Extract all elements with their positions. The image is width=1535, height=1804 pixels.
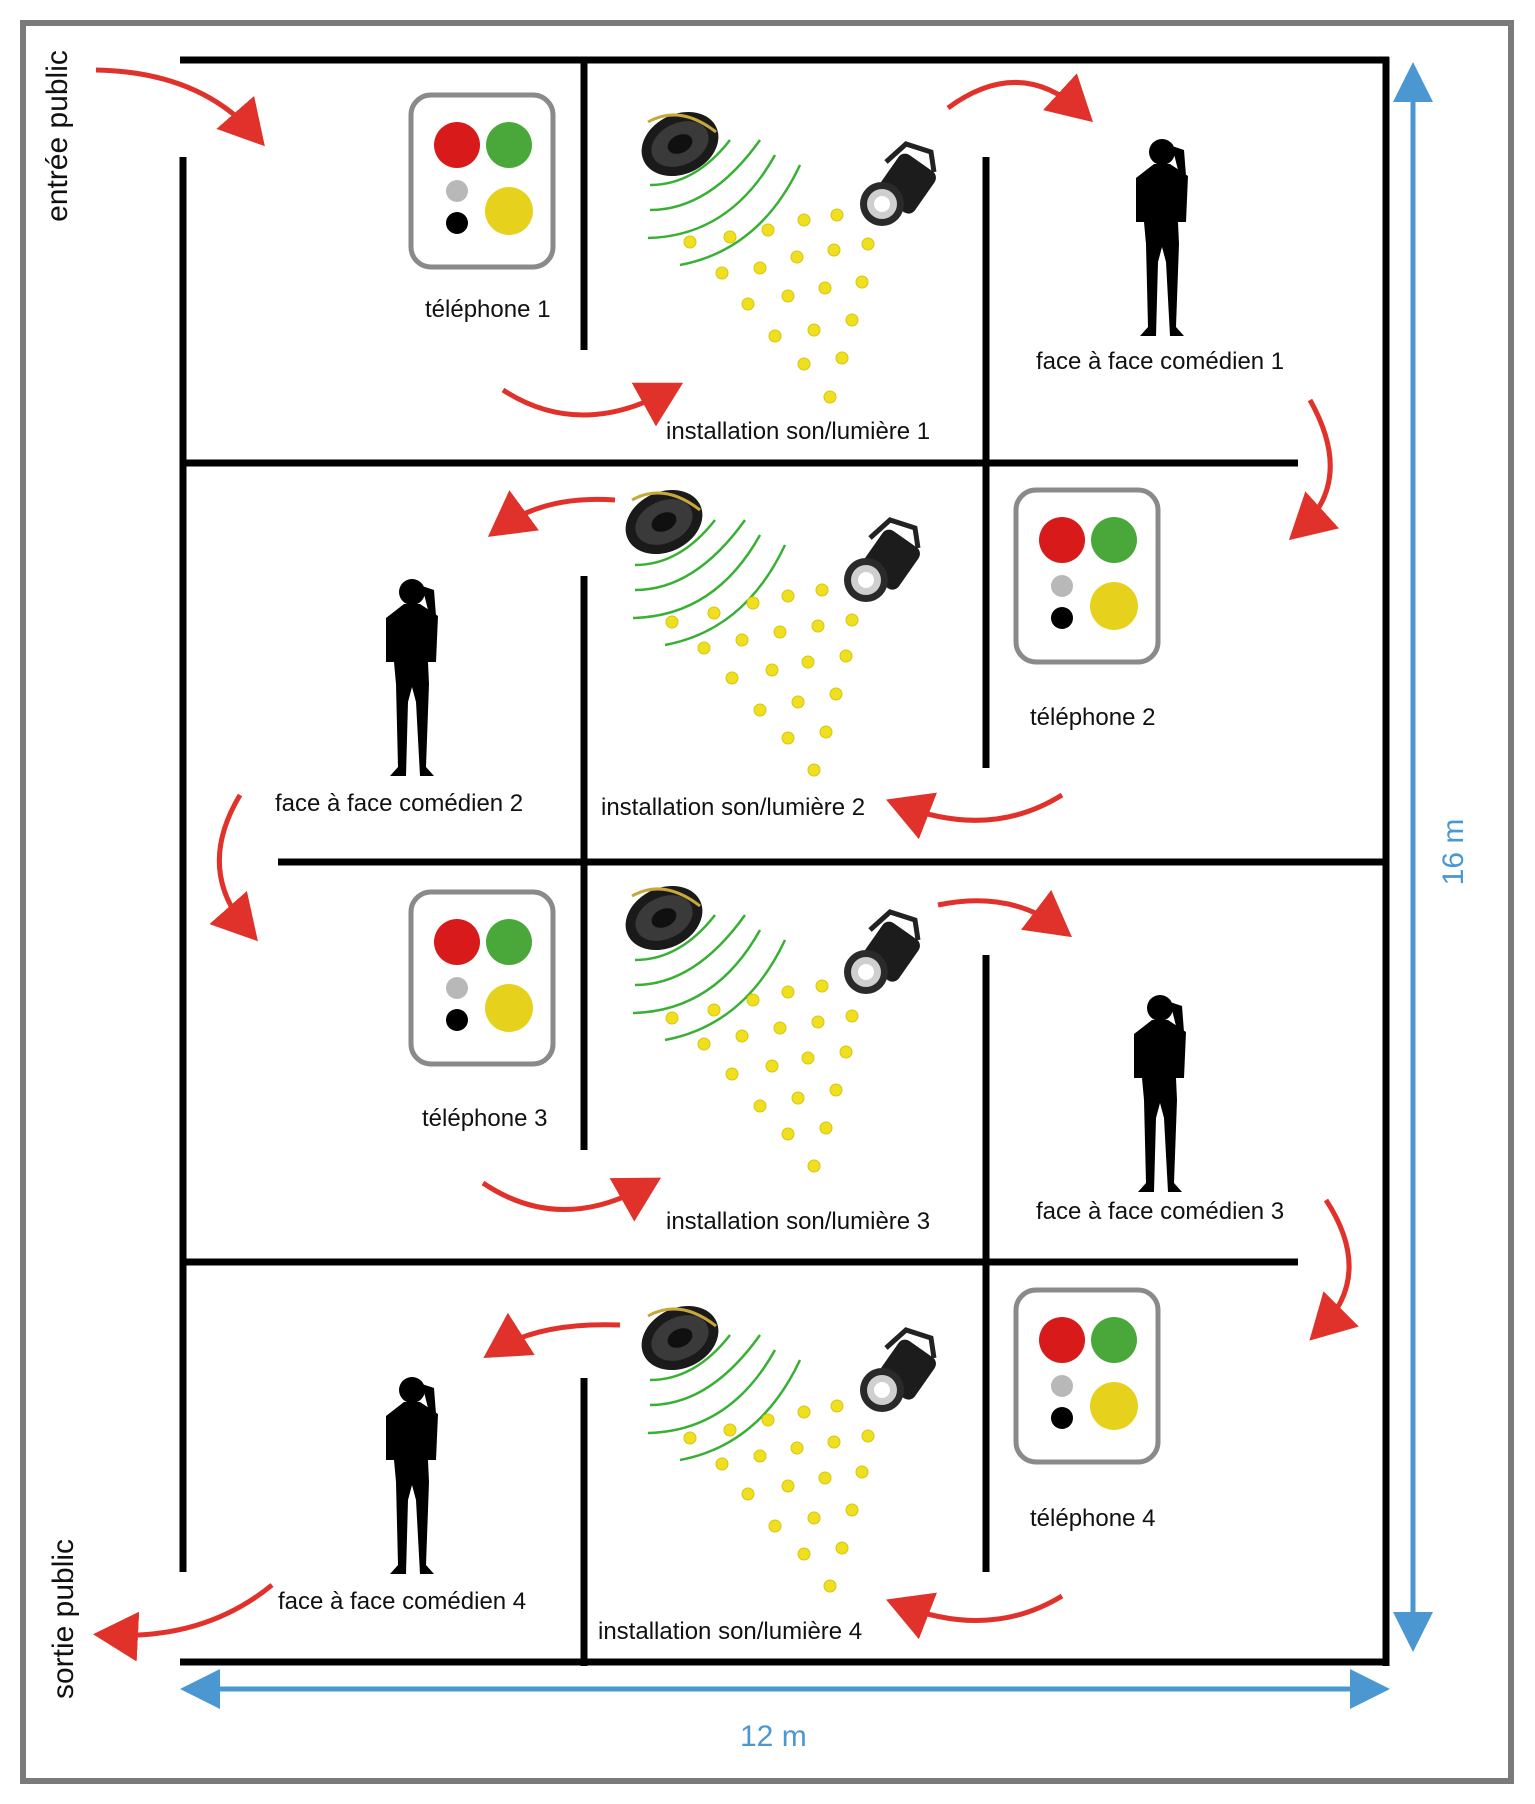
speaker-1-icon [629,98,731,190]
telephone-3-icon [411,892,553,1064]
sound-waves-1 [647,139,802,267]
telephone-4-icon [1016,1290,1158,1462]
actor-2-label: face à face comédien 2 [275,790,524,817]
actor-4-icon [386,1377,438,1574]
speaker-2-icon [613,476,715,568]
spotlight-1-icon [860,144,939,226]
actor-2-icon [386,579,438,776]
arrow-actor2-to-phone3 [209,793,258,942]
speaker-3-icon [613,872,715,964]
light-dots-1 [683,208,875,404]
installation-1-label: installation son/lumière 1 [666,418,931,445]
walls [179,56,1390,1666]
visitor-flow-arrows [93,67,1359,1662]
telephone-3-label: téléphone 3 [422,1105,548,1132]
sound-waves-3 [632,914,787,1042]
entrance-label: entrée public [41,50,74,222]
spotlight-4-icon [860,1330,939,1412]
actor-1-label: face à face comédien 1 [1036,348,1285,375]
arrow-install3-to-actor3 [937,889,1072,938]
arrow-phone1-to-install1 [501,382,684,427]
actor-3-label: face à face comédien 3 [1036,1198,1285,1225]
arrow-entrance [95,67,265,147]
telephone-2-icon [1016,490,1158,662]
arrow-phone3-to-install3 [481,1177,662,1222]
arrow-install4-to-actor4 [483,1312,621,1359]
arrow-phone2-to-install2 [886,792,1064,840]
exit-label: sortie public [47,1538,80,1700]
light-dots-2 [665,583,859,777]
telephone-1-icon [411,95,553,267]
arrow-install2-to-actor2 [487,490,616,537]
light-dots-3 [665,979,859,1173]
actor-3-icon [1134,995,1186,1192]
telephone-2-label: téléphone 2 [1030,704,1156,731]
arrow-install1-to-actor1 [946,73,1094,123]
arrow-actor3-to-phone4 [1309,1198,1359,1341]
arrow-exit [93,1583,274,1662]
sound-waves-4 [647,1334,802,1462]
actor-1-icon [1136,139,1188,336]
arrow-actor1-to-phone2 [1288,398,1340,541]
spotlight-2-icon [844,520,923,602]
diagram-frame [20,20,1514,1784]
installation-2-label: installation son/lumière 2 [601,794,866,821]
width-dimension-label: 12 m [740,1720,807,1753]
height-dimension-label: 16 m [1437,818,1470,886]
installation-3-label: installation son/lumière 3 [666,1208,931,1235]
speaker-4-icon [629,1292,731,1384]
telephone-1-label: téléphone 1 [425,296,551,323]
telephone-4-label: téléphone 4 [1030,1505,1156,1532]
light-dots-4 [683,1399,875,1593]
dimension-arrows [180,62,1433,1709]
sound-waves-2 [632,519,787,647]
actor-4-label: face à face comédien 4 [278,1588,527,1615]
arrow-phone4-to-install4 [886,1592,1064,1640]
spotlight-3-icon [844,912,923,994]
installation-4-label: installation son/lumière 4 [598,1618,863,1645]
